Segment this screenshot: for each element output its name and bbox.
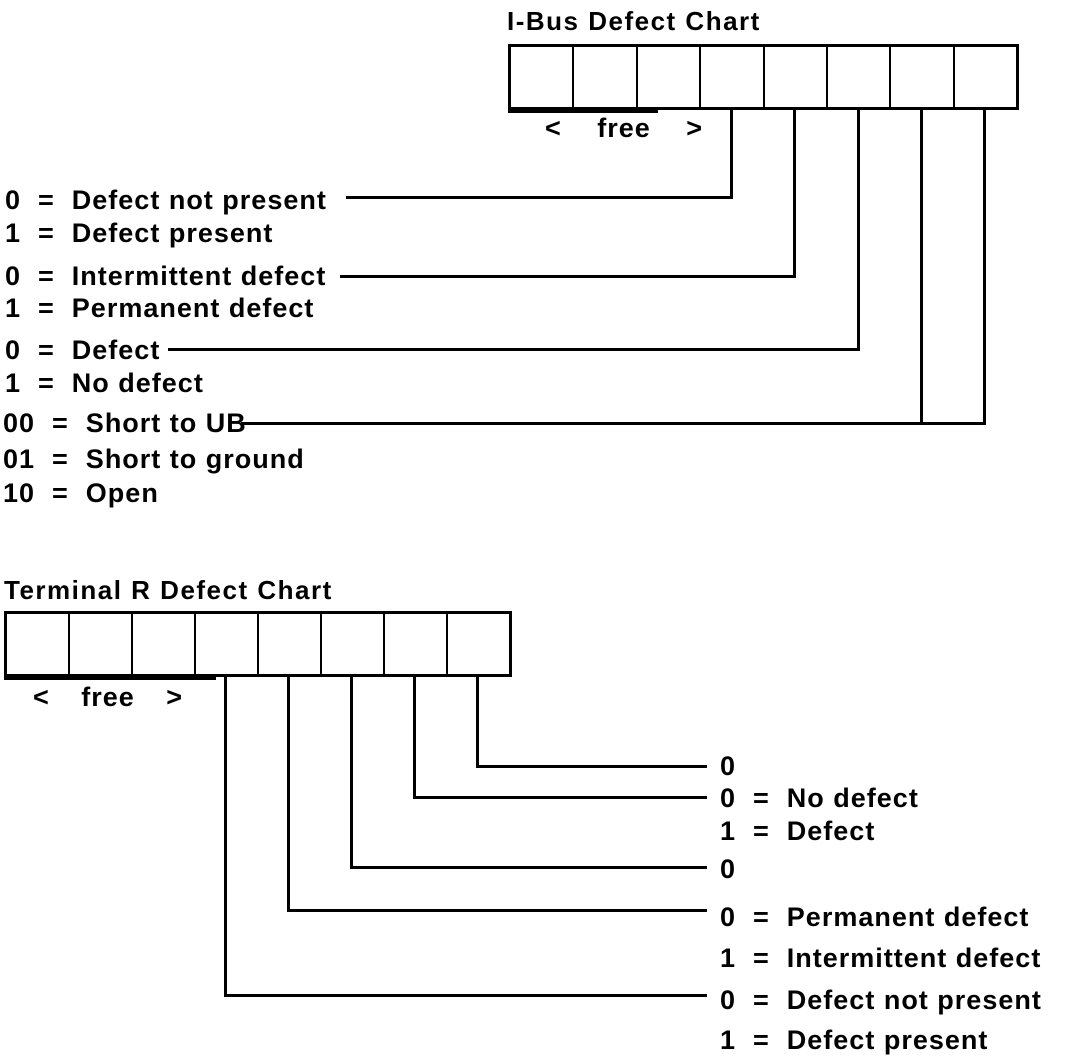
terminal-r-bit5-connector-horizontal xyxy=(287,909,707,912)
terminal-r-bit7-connector-horizontal xyxy=(413,796,707,799)
terminal-r-bit-cell-6 xyxy=(320,614,383,674)
ibus-bit5-connector-vertical xyxy=(793,107,796,278)
free-label-text: free xyxy=(597,113,651,143)
terminal-r-bit-cell-3 xyxy=(131,614,194,674)
terminal-r-legend-defect-present: 1 = Defect present xyxy=(720,1025,989,1055)
ibus-legend-short-to-ub: 00 = Short to UB xyxy=(3,408,247,438)
terminal-r-legend-permanent-defect: 0 = Permanent defect xyxy=(720,902,1030,932)
ibus-bit-cell-7 xyxy=(889,47,952,107)
ibus-bit-cell-4 xyxy=(699,47,762,107)
ibus-legend-defect: 0 = Defect xyxy=(5,335,161,365)
ibus-legend-defect-not-present: 0 = Defect not present xyxy=(5,185,327,215)
ibus-bit-cell-3 xyxy=(635,47,699,107)
ibus-free-range-label: < free > xyxy=(545,113,703,144)
ibus-legend-short-to-ground: 01 = Short to ground xyxy=(3,444,305,474)
range-open-chevron: < xyxy=(33,682,50,712)
ibus-bit8-connector-vertical xyxy=(983,107,986,425)
ibus-free-underline xyxy=(508,110,658,113)
ibus-title: I-Bus Defect Chart xyxy=(507,6,761,36)
terminal-r-bit7-connector-vertical xyxy=(413,674,416,799)
terminal-r-bit-cell-5 xyxy=(257,614,320,674)
terminal-r-legend-defect-not-present: 0 = Defect not present xyxy=(720,985,1042,1015)
terminal-r-bit4-connector-horizontal xyxy=(224,994,707,997)
terminal-r-bit-cell-8 xyxy=(446,614,509,674)
range-close-chevron: > xyxy=(166,682,183,712)
terminal-r-bit-cell-1 xyxy=(7,614,68,674)
ibus-bit-register xyxy=(508,44,1019,110)
ibus-bit-cell-2 xyxy=(572,47,635,107)
ibus-legend-defect-present: 1 = Defect present xyxy=(5,218,274,248)
ibus-bit6-connector-horizontal xyxy=(168,348,860,351)
ibus-legend-permanent-defect: 1 = Permanent defect xyxy=(5,293,315,323)
terminal-r-free-underline xyxy=(4,677,216,680)
terminal-r-legend-intermittent-defect: 1 = Intermittent defect xyxy=(720,943,1042,973)
terminal-r-bit8-connector-horizontal xyxy=(476,765,707,768)
range-close-chevron: > xyxy=(686,113,703,143)
terminal-r-bit-register xyxy=(4,611,512,677)
terminal-r-bit8-connector-vertical xyxy=(476,674,479,768)
terminal-r-bit-cell-4 xyxy=(194,614,257,674)
terminal-r-legend-no-defect: 0 = No defect xyxy=(720,783,919,813)
terminal-r-bit5-connector-vertical xyxy=(287,674,290,912)
ibus-bit-cell-5 xyxy=(762,47,826,107)
terminal-r-title: Terminal R Defect Chart xyxy=(4,575,333,605)
free-label-text: free xyxy=(81,682,135,712)
terminal-r-legend-bit6-zero: 0 xyxy=(720,854,737,884)
ibus-legend-no-defect: 1 = No defect xyxy=(5,368,204,398)
ibus-bit6-connector-vertical xyxy=(857,107,860,351)
terminal-r-bit4-connector-vertical xyxy=(224,674,227,997)
terminal-r-bit6-connector-vertical xyxy=(350,674,353,869)
ibus-bit-cell-1 xyxy=(511,47,572,107)
ibus-bit-cell-6 xyxy=(825,47,889,107)
ibus-bits78-connector-horizontal xyxy=(241,422,986,425)
terminal-r-bit-cell-2 xyxy=(68,614,131,674)
ibus-bit-cell-8 xyxy=(952,47,1016,107)
range-open-chevron: < xyxy=(545,113,562,143)
terminal-r-free-range-label: < free > xyxy=(33,682,183,713)
terminal-r-legend-bit8-zero: 0 xyxy=(720,751,737,781)
ibus-bit4-connector-horizontal xyxy=(346,196,733,199)
ibus-legend-intermittent-defect: 0 = Intermittent defect xyxy=(5,261,327,291)
ibus-bit7-connector-vertical xyxy=(920,107,923,425)
ibus-bit4-connector-vertical xyxy=(730,107,733,199)
ibus-bit5-connector-horizontal xyxy=(340,275,796,278)
ibus-legend-open: 10 = Open xyxy=(3,478,159,508)
terminal-r-legend-defect: 1 = Defect xyxy=(720,816,876,846)
terminal-r-bit-cell-7 xyxy=(383,614,446,674)
terminal-r-bit6-connector-horizontal xyxy=(350,866,707,869)
